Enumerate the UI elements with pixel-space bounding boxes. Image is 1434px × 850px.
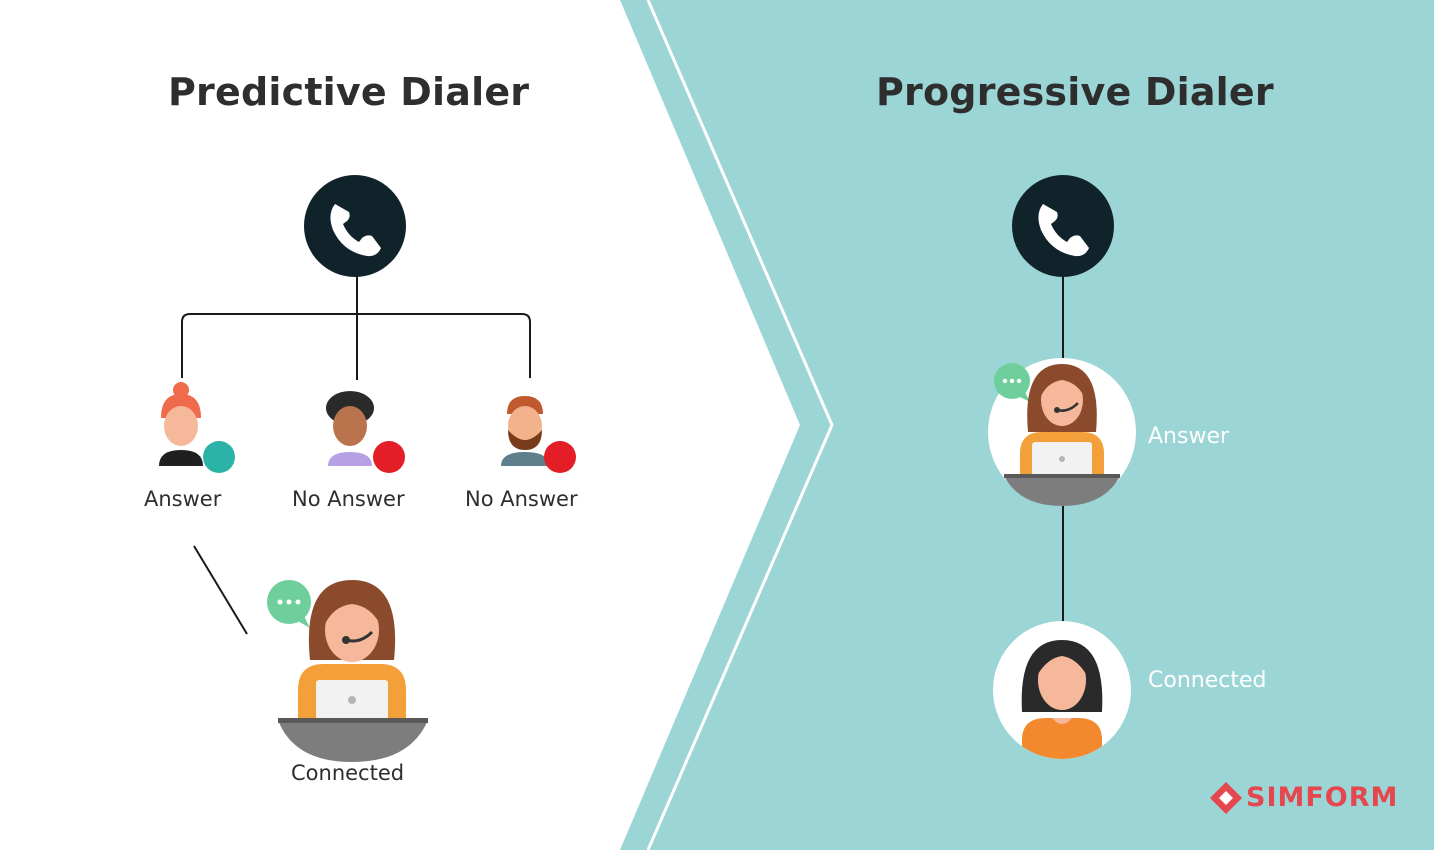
- no-answer-status-dot: [373, 441, 405, 473]
- contact-answer-avatar: [137, 382, 225, 472]
- chat-bubble-icon: [267, 580, 311, 628]
- simform-brand: SIMFORM: [1206, 780, 1398, 814]
- phone-icon-2: [1012, 175, 1114, 277]
- connected-agent-illustration: [267, 580, 428, 762]
- answering-agent-illustration: [988, 358, 1136, 506]
- simform-logo-icon: [1210, 782, 1242, 814]
- chevron-divider: [646, 0, 834, 850]
- contact-no-answer-avatar: [306, 384, 394, 472]
- progressive-connected-label: Connected: [1148, 668, 1267, 693]
- brand-name: SIMFORM: [1246, 781, 1399, 813]
- answer-status-dot: [203, 441, 235, 473]
- predictive-dialer-title: Predictive Dialer: [168, 70, 530, 114]
- predictive-connected-label: Connected: [291, 761, 405, 785]
- no-answer-status-dot-2: [544, 441, 576, 473]
- contact-label-no-answer-2: No Answer: [465, 487, 578, 511]
- contact-label-answer: Answer: [144, 487, 222, 511]
- progressive-dialer-title: Progressive Dialer: [876, 70, 1274, 114]
- predictive-connectors: [181, 276, 531, 635]
- progressive-answer-label: Answer: [1148, 424, 1230, 449]
- logo-spacer: [1206, 780, 1240, 814]
- chat-bubble-icon-2: [994, 363, 1030, 402]
- phone-icon: [304, 175, 406, 277]
- contact-label-no-answer: No Answer: [292, 487, 405, 511]
